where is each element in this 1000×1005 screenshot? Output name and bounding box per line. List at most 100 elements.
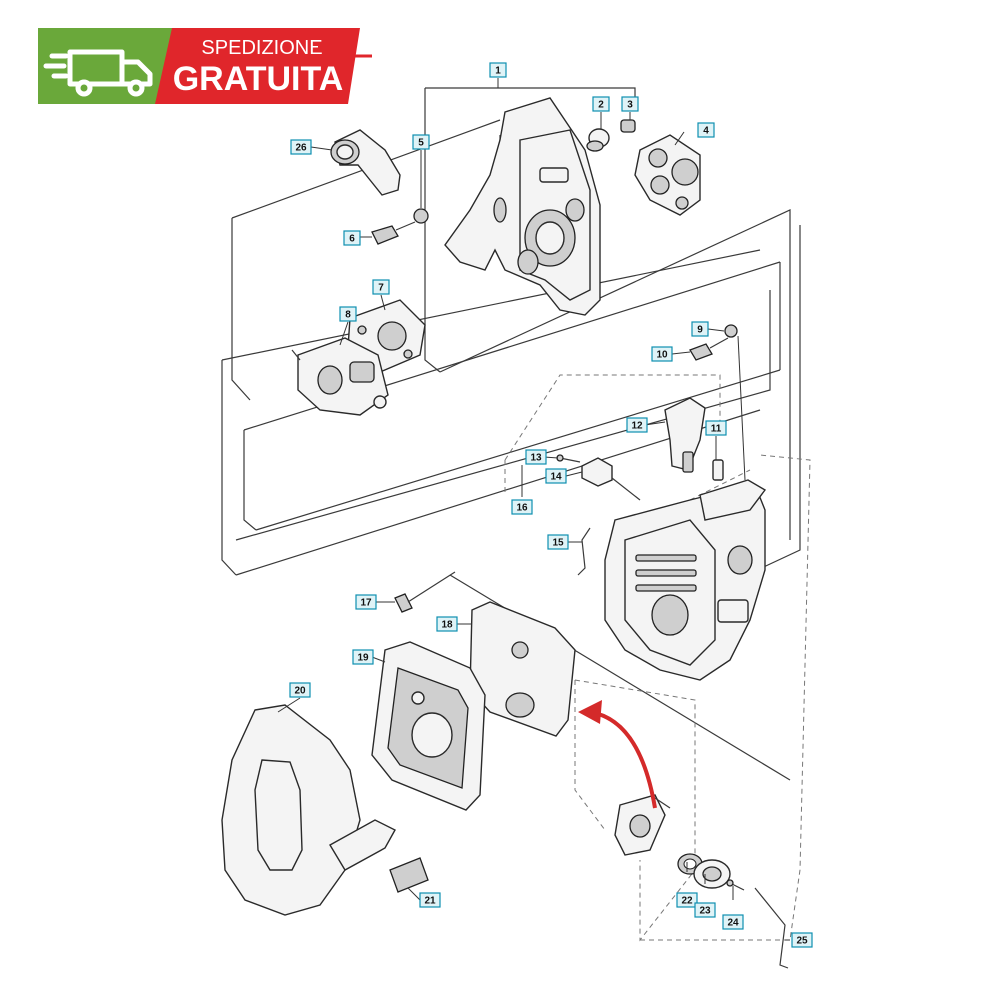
callout-box-26 [290,139,312,155]
callout-box-21 [419,892,441,908]
part-19-air-filter [371,641,486,811]
part-18-filter-plate [469,601,576,737]
callout-box-6 [343,230,361,246]
callout-number-19: 19 [357,653,369,664]
callout-box-17 [355,594,377,610]
banner-line-1: SPEDIZIONE [201,37,322,59]
callout-number-22: 22 [681,896,693,907]
banner-red-panel [155,28,360,104]
callout-17: 17 [355,594,377,610]
callout-number-20: 20 [294,686,306,697]
callout-box-14 [545,468,567,484]
part-3-nut [620,119,636,133]
callout-12: 12 [626,417,648,433]
part-4-gasket [634,134,701,216]
callout-box-24 [722,914,744,930]
callout-21: 21 [419,892,441,908]
callout-box-15 [547,534,569,550]
callout-number-17: 17 [360,598,372,609]
callout-box-1 [489,62,507,78]
callout-box-12 [626,417,648,433]
callout-14: 14 [545,468,567,484]
part-6-screw [371,221,416,245]
callout-box-4 [697,122,715,138]
part-24-screw [726,879,745,891]
part-5-washer [413,150,429,224]
callout-box-18 [436,616,458,632]
callout-19: 19 [352,649,374,665]
callout-number-5: 5 [418,138,424,149]
callout-box-16 [511,499,533,515]
part-17-long-bolt [394,571,456,613]
callout-box-8 [339,306,357,322]
callout-number-24: 24 [727,918,739,929]
callout-number-14: 14 [550,472,562,483]
callout-9: 9 [691,321,709,337]
callout-number-12: 12 [631,421,643,432]
callout-6: 6 [343,230,361,246]
callout-22: 22 [676,892,698,908]
callout-number-21: 21 [424,896,436,907]
callout-box-2 [592,96,610,112]
callout-18: 18 [436,616,458,632]
callout-20: 20 [289,682,311,698]
callout-number-15: 15 [552,538,564,549]
callout-10: 10 [651,346,673,362]
part-25-rod [754,887,789,969]
callout-box-3 [621,96,639,112]
callout-2: 2 [592,96,610,112]
callout-number-9: 9 [697,325,703,336]
callout-number-1: 1 [495,66,501,77]
free-shipping-banner: SPEDIZIONE GRATUITA [38,28,372,104]
callout-7: 7 [372,279,390,295]
callout-1: 1 [489,62,507,78]
callout-5: 5 [412,134,430,150]
callout-number-26: 26 [295,143,307,154]
banner-line-2: GRATUITA [173,60,344,98]
callout-15: 15 [547,534,569,550]
callout-box-13 [525,449,547,465]
callout-box-11 [705,420,727,436]
callout-25: 25 [791,932,813,948]
part-14-switch [581,457,641,501]
callout-box-20 [289,682,311,698]
callout-16: 16 [511,499,533,515]
callout-box-5 [412,134,430,150]
part-13-screw [556,454,581,463]
callout-number-23: 23 [699,906,711,917]
callout-number-18: 18 [441,620,453,631]
part-12-bracket [664,397,706,473]
part-26-intake-elbow [330,129,401,196]
callout-box-22 [676,892,698,908]
callout-number-10: 10 [656,350,668,361]
callout-number-25: 25 [796,936,808,947]
delivery-truck-icon [43,49,153,97]
callout-number-6: 6 [349,234,355,245]
part-20-filter-cover [221,704,396,916]
callout-4: 4 [697,122,715,138]
callout-24: 24 [722,914,744,930]
callout-23: 23 [694,902,716,918]
callout-box-23 [694,902,716,918]
callout-box-9 [691,321,709,337]
part-23-knob [693,859,731,889]
part-2-spacer [586,128,610,152]
choke-plate-assembly [614,794,671,856]
leader-lines [277,78,790,941]
callout-number-8: 8 [345,310,351,321]
part-16-handle-housing [604,479,767,681]
callout-number-3: 3 [627,100,633,111]
callout-box-7 [372,279,390,295]
callout-11: 11 [705,420,727,436]
part-8-carburetor [291,337,389,416]
red-curved-arrow [578,700,657,809]
callout-number-2: 2 [598,100,604,111]
part-10-screw [689,337,729,361]
callout-number-4: 4 [703,126,709,137]
part-11-clip [712,459,724,481]
callout-number-7: 7 [378,283,384,294]
callout-8: 8 [339,306,357,322]
